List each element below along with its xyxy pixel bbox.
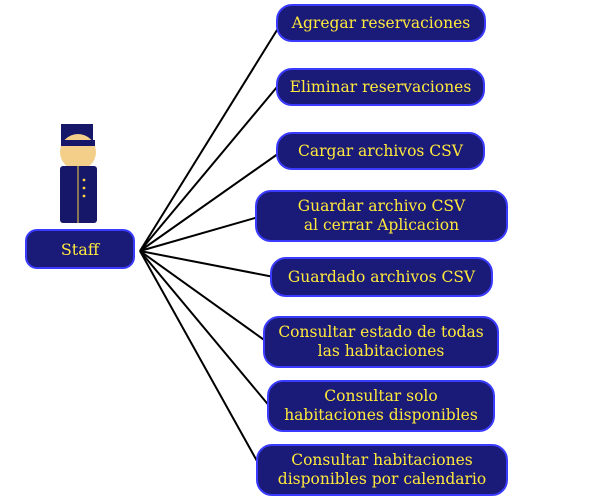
- bellhop-person-icon: [60, 124, 97, 223]
- connector-line: [139, 250, 272, 409]
- actor-staff-label[interactable]: Staff: [25, 229, 135, 269]
- use-case-consultar-por-calendario[interactable]: Consultar habitaciones disponibles por c…: [256, 444, 508, 496]
- use-case-label: Consultar habitaciones disponibles por c…: [277, 451, 487, 488]
- connector-line: [139, 250, 263, 471]
- use-case-consultar-estado-habitaciones[interactable]: Consultar estado de todas las habitacion…: [263, 316, 499, 368]
- use-case-label: Guardar archivo CSV al cerrar Aplicacion: [297, 197, 466, 234]
- use-case-cargar-archivos-csv[interactable]: Cargar archivos CSV: [276, 132, 485, 170]
- connector-line: [139, 250, 268, 343]
- use-case-guardar-archivo-csv[interactable]: Guardar archivo CSV al cerrar Aplicacion: [255, 190, 508, 242]
- use-case-label: Guardado archivos CSV: [287, 267, 476, 286]
- use-case-label: Agregar reservaciones: [291, 13, 471, 32]
- hat-top: [61, 140, 95, 146]
- use-case-guardado-archivos-csv[interactable]: Guardado archivos CSV: [270, 257, 493, 297]
- connector-line: [139, 250, 275, 278]
- use-case-eliminar-reservaciones[interactable]: Eliminar reservaciones: [276, 68, 485, 106]
- use-case-label: Consultar estado de todas las habitacion…: [278, 323, 484, 360]
- connector-line: [139, 86, 278, 252]
- use-case-agregar-reservaciones[interactable]: Agregar reservaciones: [276, 4, 486, 42]
- actor-staff-text: Staff: [60, 239, 100, 259]
- use-case-label: Consultar solo habitaciones disponibles: [284, 387, 478, 424]
- use-case-label: Eliminar reservaciones: [289, 77, 472, 96]
- head: [60, 134, 96, 170]
- connector-line: [139, 215, 263, 252]
- use-case-label: Cargar archivos CSV: [298, 141, 463, 160]
- connector-line: [139, 150, 283, 252]
- use-case-consultar-habitaciones-disponibles[interactable]: Consultar solo habitaciones disponibles: [267, 380, 495, 432]
- connector-line: [139, 21, 283, 252]
